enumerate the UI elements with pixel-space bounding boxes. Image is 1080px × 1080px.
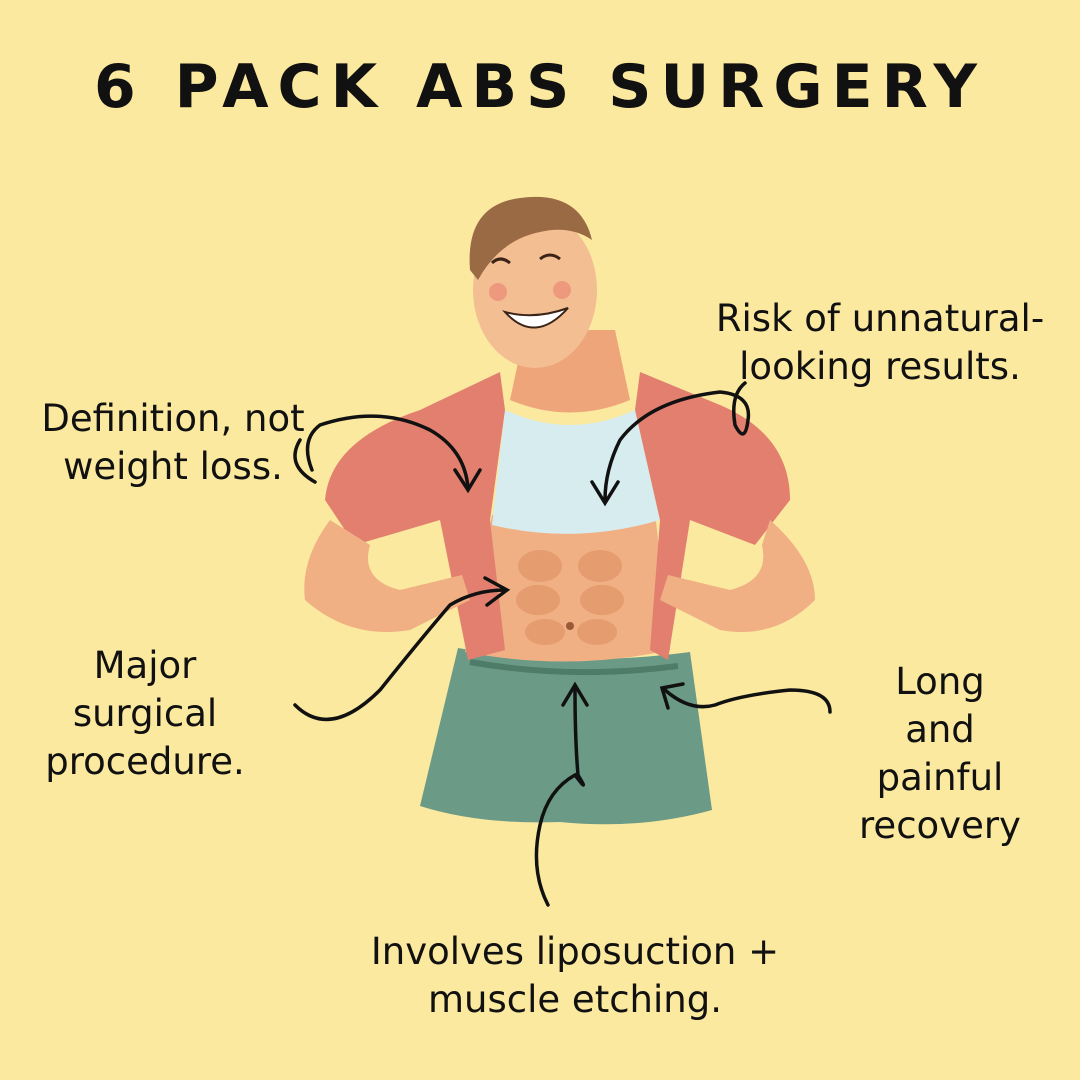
annotation-line: painful (876, 756, 1004, 799)
annotation-line: looking results. (739, 345, 1021, 388)
annotation-major: Major surgical procedure. (10, 642, 280, 786)
annotation-line: muscle etching. (428, 978, 722, 1021)
hair (469, 196, 592, 280)
head (473, 212, 597, 368)
left-arm (304, 520, 470, 632)
abs (516, 550, 624, 645)
annotation-line: Involves liposuction + (370, 930, 780, 973)
annotation-risk: Risk of unnatural- looking results. (680, 295, 1080, 391)
annotation-line: Risk of unnatural- (715, 297, 1045, 340)
annotation-line: recovery (859, 804, 1021, 847)
annotation-line: and (905, 708, 975, 751)
shorts (420, 648, 712, 825)
torso (465, 506, 670, 662)
page-title: 6 PACK ABS SURGERY (94, 52, 986, 122)
annotation-line: Definition, not (41, 397, 305, 440)
annotation-long: Long and painful recovery (830, 658, 1050, 850)
tank-top (492, 410, 660, 534)
annotation-line: Long (895, 660, 985, 703)
annotation-line: weight loss. (63, 445, 283, 488)
annotation-line: procedure. (45, 740, 245, 783)
annotation-lipo: Involves liposuction + muscle etching. (320, 928, 830, 1024)
annotation-definition: Definition, not weight loss. (8, 395, 338, 491)
annotation-line: surgical (72, 692, 218, 735)
annotation-line: Major (93, 644, 197, 687)
arrow-icon (293, 381, 832, 907)
right-arm (660, 520, 815, 632)
